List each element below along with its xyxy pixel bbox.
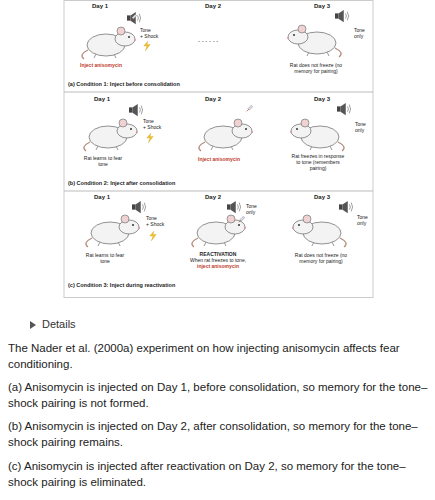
condition-caption: (b) Condition 2: Inject after consolidat…: [68, 180, 175, 187]
day-label: Day 2: [205, 194, 221, 201]
caption-paragraph: (b) Anisomycin is injected on Day 2, aft…: [8, 418, 428, 450]
caption-paragraph: (a) Anisomycin is injected on Day 1, bef…: [8, 379, 428, 411]
injection-label: Inject anisomycin: [198, 156, 240, 162]
injection-label: inject anisomycin: [180, 263, 256, 269]
stimulus-label: Tone only: [246, 203, 260, 215]
result-label: Rat does not freeze (no memory for pairi…: [290, 252, 352, 264]
figure-caption: The Nader et al. (2000a) experiment on h…: [8, 340, 428, 372]
result-label: Rat does not freeze (no memory for pairi…: [285, 62, 347, 74]
stimulus-label: Tone: [143, 118, 154, 124]
stimulus-label: + Shock: [140, 33, 158, 39]
reactivation-label: When rat freezes to tone,: [180, 257, 256, 263]
caption-paragraph: (c) Anisomycin is injected after reactiv…: [8, 458, 428, 490]
day-label: Day 1: [94, 96, 110, 103]
result-label: Rat learns to fear tone: [82, 155, 124, 167]
stimulus-label: Tone: [146, 215, 157, 221]
condition-caption: (a) Condition 1: Inject before consolida…: [68, 81, 180, 88]
day-label: Day 3: [314, 194, 330, 201]
result-label: Rat learns to fear tone: [84, 252, 126, 264]
day-label: Day 2: [205, 96, 221, 103]
day-label: Day 3: [314, 96, 330, 103]
condition-caption: (c) Condition 3: Inject during reactivat…: [68, 282, 175, 289]
stimulus-label: Tone only: [357, 214, 371, 226]
stimulus-label: Tone: [140, 27, 151, 33]
stimulus-label: + Shock: [143, 124, 161, 130]
day-label: Day 1: [94, 194, 110, 201]
day-label: Day 3: [314, 3, 330, 10]
stimulus-label: + Shock: [146, 221, 164, 227]
dash-line: - - - - - -: [198, 38, 218, 45]
day-label: Day 2: [205, 3, 221, 10]
result-label: Rat freezes in response to tone (remembe…: [290, 153, 346, 171]
injection-label: Inject anisomycin: [80, 62, 122, 68]
stimulus-label: Tone only: [355, 121, 369, 133]
day-label: Day 1: [92, 3, 108, 10]
stimulus-label: Tone only: [354, 27, 368, 39]
reactivation-label: REACTIVATION: [180, 251, 256, 257]
details-toggle: Details: [42, 318, 76, 331]
